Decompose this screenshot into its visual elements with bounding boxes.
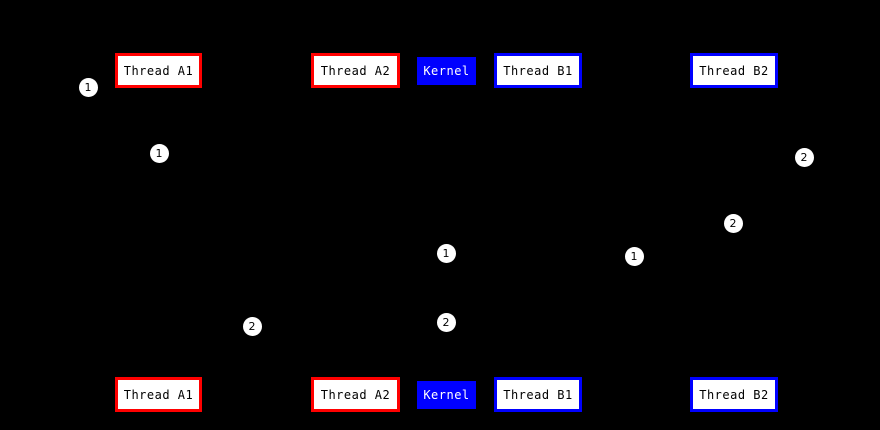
step-badge: 1 bbox=[436, 243, 456, 263]
participant-label: Thread B2 bbox=[699, 63, 769, 78]
step-badge: 1 bbox=[78, 77, 98, 97]
participant-box-thread-a1-top[interactable]: Thread A1 bbox=[115, 53, 202, 88]
participant-label: Thread B1 bbox=[503, 387, 573, 402]
step-badge: 2 bbox=[723, 213, 743, 233]
step-badge: 2 bbox=[794, 147, 814, 167]
step-badge: 2 bbox=[436, 312, 456, 332]
step-badge: 2 bbox=[242, 316, 262, 336]
participant-box-thread-a2-top[interactable]: Thread A2 bbox=[311, 53, 400, 88]
participant-label: Kernel bbox=[423, 64, 470, 78]
participant-label: Thread A1 bbox=[123, 63, 194, 78]
participant-box-thread-b1-bottom[interactable]: Thread B1 bbox=[494, 377, 582, 412]
participant-box-thread-b1-top[interactable]: Thread B1 bbox=[494, 53, 582, 88]
participant-box-thread-b2-top[interactable]: Thread B2 bbox=[690, 53, 778, 88]
participant-label: Thread B2 bbox=[699, 387, 769, 402]
step-badge: 1 bbox=[149, 143, 169, 163]
msg-4-arrowhead bbox=[530, 317, 540, 327]
step-badge: 1 bbox=[624, 246, 644, 266]
participant-label: Thread A2 bbox=[320, 387, 391, 402]
participant-box-thread-b2-bottom[interactable]: Thread B2 bbox=[690, 377, 778, 412]
participant-label: Thread A2 bbox=[320, 63, 391, 78]
participant-box-kernel-bottom[interactable]: Kernel bbox=[417, 381, 476, 409]
msg-3-arrowhead bbox=[353, 317, 363, 327]
participant-box-thread-a2-bottom[interactable]: Thread A2 bbox=[311, 377, 400, 412]
participant-label: Thread B1 bbox=[503, 63, 573, 78]
lifeline-group bbox=[157, 85, 735, 381]
participant-label: Kernel bbox=[423, 388, 470, 402]
participant-box-thread-a1-bottom[interactable]: Thread A1 bbox=[115, 377, 202, 412]
participant-box-kernel-top[interactable]: Kernel bbox=[417, 57, 476, 85]
participant-label: Thread A1 bbox=[123, 387, 194, 402]
